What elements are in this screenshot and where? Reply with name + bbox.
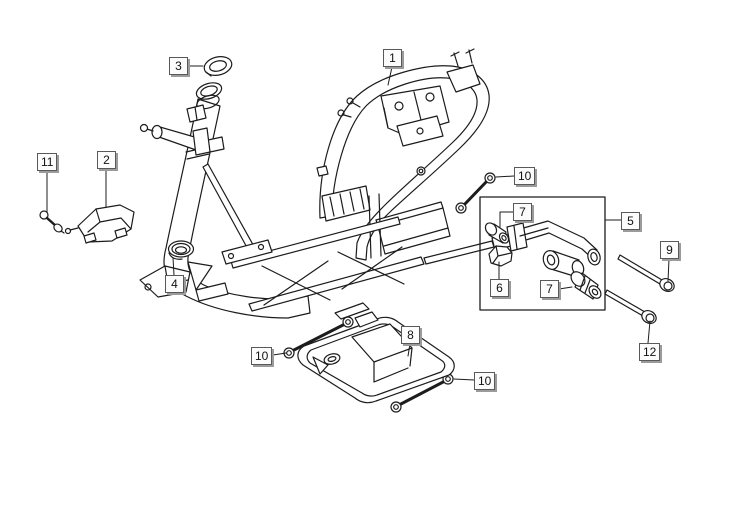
hex-bolt-12-drawing — [604, 289, 657, 325]
callout-7-upper[interactable]: 7 — [513, 203, 532, 221]
callout-3[interactable]: 3 — [169, 57, 188, 75]
callout-7-lower[interactable]: 7 — [540, 280, 559, 298]
leader-lines — [46, 65, 670, 381]
silent-block-bushing-lower-drawing — [570, 271, 602, 300]
screw-drawing — [39, 210, 65, 234]
mount-bracket-drawing — [64, 204, 135, 244]
callout-5[interactable]: 5 — [621, 212, 640, 230]
callout-6[interactable]: 6 — [490, 279, 509, 297]
steering-ring-drawing — [203, 56, 233, 77]
callout-10-right[interactable]: 10 — [474, 372, 496, 390]
frame-assembly-drawing — [139, 48, 516, 320]
silent-block-bushing-upper-drawing — [484, 222, 510, 244]
engine-mount-group-box — [479, 196, 606, 311]
callout-11[interactable]: 11 — [37, 153, 58, 171]
hex-bolt-9-drawing — [617, 254, 675, 293]
callout-12[interactable]: 12 — [639, 343, 661, 361]
dust-seal-ring-drawing — [167, 240, 195, 260]
rubber-damper-drawing — [488, 245, 513, 267]
callout-9[interactable]: 9 — [660, 241, 679, 259]
callout-4[interactable]: 4 — [165, 275, 184, 293]
callout-10-left[interactable]: 10 — [251, 347, 273, 365]
callout-2[interactable]: 2 — [97, 151, 116, 169]
callout-10-top[interactable]: 10 — [514, 167, 536, 185]
callout-8[interactable]: 8 — [401, 326, 420, 344]
engine-mount-link-drawing — [506, 220, 601, 278]
stud-bolt-top-drawing — [455, 172, 496, 214]
callout-1[interactable]: 1 — [383, 49, 402, 67]
